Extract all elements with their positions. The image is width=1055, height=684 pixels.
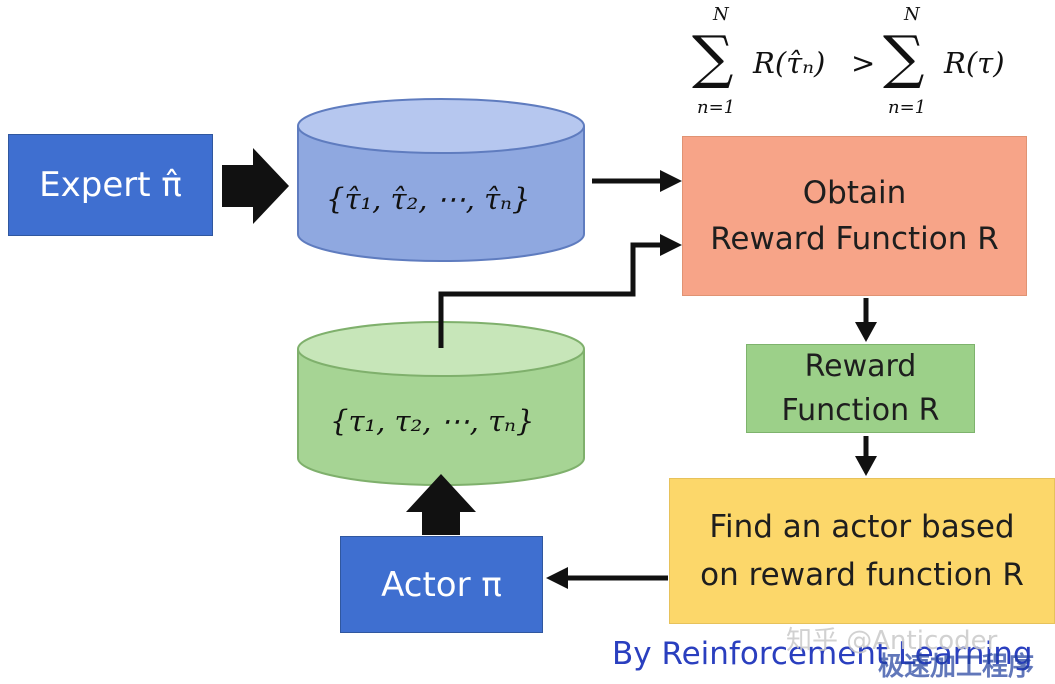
left-sum-lower: n=1 [697, 97, 736, 118]
obtain-to-reward-arrow [855, 298, 877, 342]
watermark-text: 知乎 @Anticoder [786, 626, 998, 656]
find-actor-box: Find an actor based on reward function R [669, 478, 1055, 624]
formula-rhs: R(τ) [944, 46, 1005, 80]
actor-trajectories-cylinder [297, 321, 585, 486]
stamp-text: 极速加工程序 [878, 652, 1035, 682]
trajectories-to-obtain-arrow [592, 170, 682, 192]
expert-trajectories-label: {τ̂₁, τ̂₂, ⋯, τ̂ₙ} [326, 182, 531, 216]
actor-box: Actor π [340, 536, 543, 633]
reward-function-line1: Reward [804, 348, 917, 384]
expert-box: Expert π̂ [8, 134, 213, 236]
expert-label: Expert π̂ [39, 165, 182, 205]
actor-label: Actor π [381, 564, 502, 605]
expert-trajectories-cylinder [297, 98, 585, 262]
find-actor-line2: on reward function R [700, 557, 1024, 593]
expert-to-trajectories-arrow [222, 148, 289, 224]
reward-function-line2: Function R [781, 392, 940, 428]
formula-lhs: R(τ̂ₙ) [753, 46, 826, 80]
left-sum-sigma: ∑ [692, 23, 734, 91]
actor-trajectories-to-obtain-arrow [438, 234, 682, 348]
find-to-actor-arrow [546, 567, 668, 589]
find-actor-line1: Find an actor based [709, 509, 1015, 545]
obtain-reward-line1: Obtain [802, 175, 907, 211]
right-sum-lower: n=1 [888, 97, 927, 118]
credit-text: By Reinforcement Learning [612, 636, 1033, 672]
reward-to-find-arrow [855, 436, 877, 476]
reward-function-box: Reward Function R [746, 344, 975, 433]
left-sum-upper: N [713, 4, 729, 25]
right-sum-upper: N [904, 4, 920, 25]
obtain-reward-line2: Reward Function R [710, 221, 999, 257]
actor-trajectories-label: {τ₁, τ₂, ⋯, τₙ} [330, 404, 535, 438]
formula-operator: > [851, 46, 876, 80]
right-sum-sigma: ∑ [883, 23, 925, 91]
obtain-reward-box: Obtain Reward Function R [682, 136, 1027, 296]
actor-to-trajectories-arrow [406, 474, 476, 535]
